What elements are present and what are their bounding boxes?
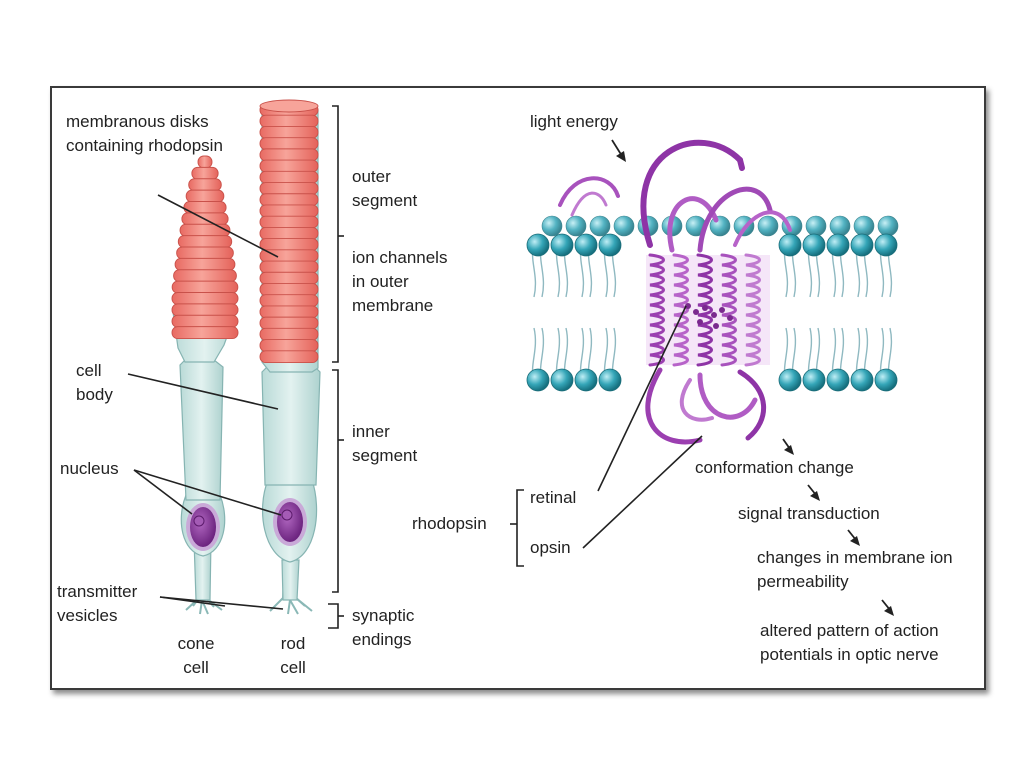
rod-outer-segment: [259, 99, 319, 364]
lipid-head: [574, 233, 598, 257]
label-membranous-disks: membranous disks containing rhodopsin: [66, 112, 223, 155]
label-outer-segment: outer segment: [352, 167, 418, 210]
lipid-head: [574, 368, 598, 392]
membranous-disk: [259, 294, 319, 307]
membranous-disk: [191, 166, 219, 180]
transmembrane-helix: [696, 253, 713, 367]
transmembrane-helix: [744, 253, 761, 367]
lipid-head: [850, 368, 874, 392]
label-opsin: opsin: [530, 538, 571, 557]
membranous-disk: [259, 182, 319, 195]
membranous-disk: [171, 303, 239, 317]
leader-lines-right: [510, 305, 703, 567]
membranous-disk: [259, 215, 319, 229]
membranous-disk: [259, 125, 319, 139]
transmembrane-helix: [672, 253, 689, 367]
transmembrane-helix: [720, 253, 737, 367]
lipid-head: [874, 233, 898, 257]
lipid-head: [802, 233, 826, 257]
label-conformation-change: conformation change: [695, 458, 854, 477]
lipid-head: [853, 215, 875, 237]
lipid-head: [565, 215, 587, 237]
membranous-disk: [259, 148, 319, 162]
label-inner-segment: inner segment: [352, 422, 418, 465]
membranous-disk: [259, 170, 319, 184]
label-cone-cell: cone cell: [177, 634, 215, 677]
membranous-disk: [259, 283, 319, 296]
membranous-disk: [259, 316, 319, 330]
lipid-head: [526, 368, 550, 392]
membranous-disk: [259, 159, 319, 173]
segment-brackets: [328, 105, 344, 629]
lipid-head: [826, 233, 850, 257]
label-transmitter-vesicles: transmitter vesicles: [57, 582, 138, 625]
membranous-disk: [259, 339, 319, 352]
lipid-head: [613, 215, 635, 237]
lipid-head: [874, 368, 898, 392]
membranous-disk: [188, 178, 222, 192]
label-altered-pattern: altered pattern of action potentials in …: [760, 621, 939, 664]
label-changes-permeability: changes in membrane ion permeability: [757, 548, 953, 591]
lipid-head: [550, 368, 574, 392]
membranous-disk: [185, 189, 225, 203]
membranous-disk: [173, 269, 237, 283]
label-signal-transduction: signal transduction: [738, 504, 880, 523]
rhodopsin-protein: [558, 139, 792, 445]
label-light-energy: light energy: [530, 112, 618, 131]
membranous-disk: [179, 223, 231, 237]
cone-cell: [172, 311, 237, 615]
rod-disk-cap: [259, 99, 319, 113]
membranous-disk: [259, 226, 319, 240]
lipid-head: [598, 233, 622, 257]
membranous-disk: [176, 246, 234, 260]
lipid-head: [550, 233, 574, 257]
label-rod-cell: rod cell: [280, 634, 306, 677]
membranous-disk: [171, 314, 239, 328]
membranous-disk: [259, 350, 319, 364]
lipid-bilayer: [526, 215, 899, 392]
membranous-disk: [259, 137, 319, 150]
label-nucleus: nucleus: [60, 459, 119, 478]
membranous-disk: [259, 238, 319, 251]
membranous-disk: [171, 326, 239, 340]
lipid-head: [829, 215, 851, 237]
lipid-head: [805, 215, 827, 237]
lipid-head: [850, 233, 874, 257]
lipid-head: [802, 368, 826, 392]
lipid-head: [826, 368, 850, 392]
membranous-disk: [171, 280, 239, 294]
membranous-disk: [259, 327, 319, 341]
label-cell-body: cell body: [76, 361, 113, 404]
lipid-head: [778, 233, 802, 257]
label-synaptic-endings: synaptic endings: [352, 606, 415, 649]
label-retinal: retinal: [530, 488, 577, 507]
lipid-head: [526, 233, 550, 257]
lipid-head: [541, 215, 563, 237]
membranous-disk: [174, 257, 236, 271]
membranous-disk: [259, 204, 319, 218]
label-rhodopsin: rhodopsin: [412, 514, 487, 533]
membranous-disk: [177, 235, 233, 249]
cone-outer-segment: [171, 155, 239, 340]
lipid-head: [598, 368, 622, 392]
flow-arrows: [611, 139, 894, 616]
membranous-disk: [259, 193, 319, 207]
leader-lines-left: [127, 194, 284, 610]
membranous-disk: [259, 260, 319, 274]
membranous-disk: [259, 114, 319, 128]
membranous-disk: [259, 305, 319, 319]
lipid-head: [778, 368, 802, 392]
lipid-head: [877, 215, 899, 237]
label-ion-channels: ion channels in outer membrane: [352, 248, 448, 315]
membranous-disk: [259, 271, 319, 285]
lipid-head: [757, 215, 779, 237]
membranous-disk: [171, 292, 239, 305]
lipid-head: [589, 215, 611, 237]
transmembrane-helix: [648, 253, 665, 367]
